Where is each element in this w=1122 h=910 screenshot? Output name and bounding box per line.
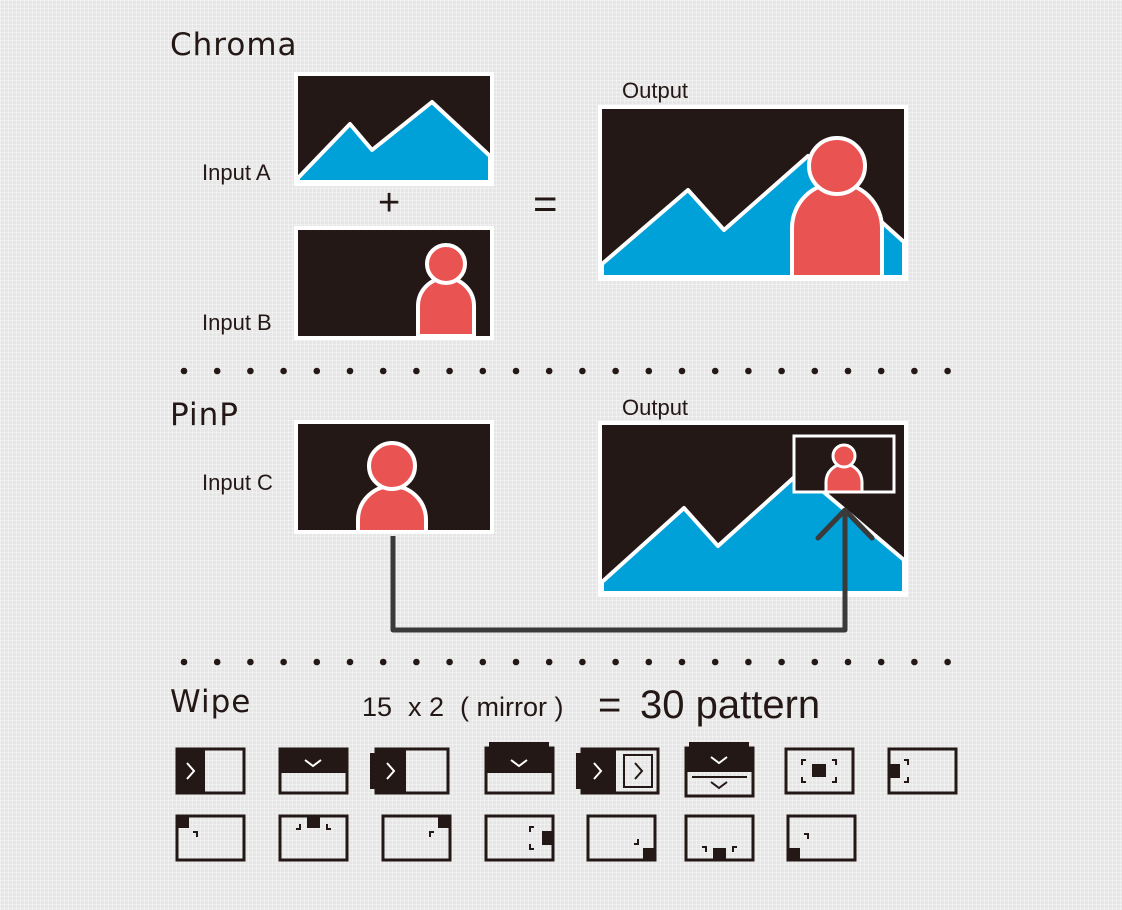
divider-dot bbox=[944, 367, 951, 375]
input-c-screen bbox=[294, 420, 494, 534]
divider-dot bbox=[844, 367, 852, 375]
wipe-mirror: ( mirror ) bbox=[460, 692, 563, 722]
divider-dot bbox=[313, 367, 321, 375]
wipe-left-right-icon bbox=[175, 747, 246, 795]
divider-dot bbox=[545, 367, 553, 375]
equals-sign: = bbox=[533, 180, 558, 227]
divider-dot bbox=[247, 658, 254, 666]
wipe-top-down-icon bbox=[278, 747, 349, 795]
wipe-result: 30 pattern bbox=[640, 683, 820, 727]
divider-dot bbox=[512, 658, 520, 666]
chroma-output-label: Output bbox=[622, 78, 688, 103]
wipe-bottom-center-icon bbox=[684, 814, 755, 862]
divider-dot bbox=[612, 658, 619, 666]
divider-dot bbox=[811, 367, 819, 375]
divider-dot bbox=[745, 367, 752, 375]
divider-dot bbox=[313, 658, 321, 666]
wipe-top-center-icon bbox=[278, 814, 349, 862]
person-icon bbox=[790, 136, 884, 279]
divider-dot bbox=[612, 367, 619, 375]
chroma-output-screen bbox=[598, 105, 908, 281]
wipe-count: 15 bbox=[362, 692, 392, 722]
wipe-times: x 2 bbox=[408, 692, 444, 722]
divider-dot bbox=[877, 658, 885, 666]
wipe-right-center-icon bbox=[484, 814, 555, 862]
divider-dot bbox=[180, 658, 188, 666]
divider-dot bbox=[213, 367, 221, 375]
input-a-screen bbox=[294, 72, 494, 186]
divider-dot bbox=[579, 658, 586, 666]
divider-dot bbox=[545, 658, 553, 666]
divider-dot bbox=[745, 658, 752, 666]
divider-dot bbox=[778, 658, 785, 666]
pinp-output-label: Output bbox=[622, 395, 688, 420]
divider-dot bbox=[346, 658, 354, 666]
wipe-formula: 15 x 2 ( mirror ) = 30 pattern bbox=[362, 683, 820, 727]
section-divider bbox=[180, 658, 951, 666]
divider-dot bbox=[645, 658, 653, 666]
wipe-corner-top-right-icon bbox=[381, 814, 452, 862]
divider-dot bbox=[446, 367, 453, 375]
divider-dot bbox=[911, 367, 918, 375]
wipe-left-right-arrow-icon bbox=[370, 747, 450, 795]
wipe-corner-top-left-icon bbox=[175, 814, 246, 862]
mountain-icon bbox=[296, 100, 492, 184]
divider-dot bbox=[877, 367, 885, 375]
divider-dot bbox=[844, 658, 852, 666]
divider-dot bbox=[479, 658, 487, 666]
divider-dot bbox=[280, 367, 287, 375]
divider-dot bbox=[180, 367, 188, 375]
arrow-head-icon bbox=[815, 507, 875, 541]
person-icon bbox=[416, 243, 476, 338]
inset-window bbox=[792, 434, 896, 494]
divider-dot bbox=[678, 658, 686, 666]
divider-dot bbox=[579, 367, 586, 375]
divider-dot bbox=[379, 658, 387, 666]
divider-dot bbox=[778, 367, 785, 375]
divider-dot bbox=[711, 367, 719, 375]
wipe-double-down-icon bbox=[684, 742, 755, 798]
wipe-double-right-icon bbox=[576, 747, 660, 795]
divider-dot bbox=[911, 658, 918, 666]
divider-dot bbox=[711, 658, 719, 666]
input-c-label: Input C bbox=[202, 470, 273, 495]
wipe-left-box-icon bbox=[887, 747, 958, 795]
divider-dot bbox=[413, 367, 420, 375]
divider-dot bbox=[247, 367, 254, 375]
wipe-center-box-icon bbox=[784, 747, 855, 795]
divider-dot bbox=[379, 367, 387, 375]
pinp-output-screen bbox=[598, 421, 908, 597]
wipe-corner-bottom-right-icon bbox=[586, 814, 657, 862]
divider-dot bbox=[413, 658, 420, 666]
input-b-screen bbox=[294, 226, 494, 340]
divider-dot bbox=[346, 367, 354, 375]
pinp-title: PinP bbox=[170, 397, 239, 433]
divider-dot bbox=[944, 658, 951, 666]
input-a-label: Input A bbox=[202, 160, 271, 185]
divider-dot bbox=[512, 367, 520, 375]
wipe-equals: = bbox=[598, 683, 621, 727]
wipe-title: Wipe bbox=[170, 684, 251, 720]
wipe-top-down-bar-icon bbox=[484, 742, 555, 795]
divider-dot bbox=[645, 367, 653, 375]
divider-dot bbox=[213, 658, 221, 666]
chroma-title: Chroma bbox=[170, 27, 298, 63]
plus-sign: + bbox=[378, 182, 400, 224]
divider-dot bbox=[280, 658, 287, 666]
wipe-corner-bottom-left-icon bbox=[786, 814, 857, 862]
divider-dot bbox=[446, 658, 453, 666]
input-b-label: Input B bbox=[202, 310, 272, 335]
pinp-arrow bbox=[390, 507, 875, 633]
divider-dot bbox=[811, 658, 819, 666]
section-divider bbox=[180, 367, 951, 375]
wipe-pattern-grid bbox=[175, 742, 958, 862]
divider-dot bbox=[678, 367, 686, 375]
divider-dot bbox=[479, 367, 487, 375]
person-icon bbox=[356, 441, 428, 534]
